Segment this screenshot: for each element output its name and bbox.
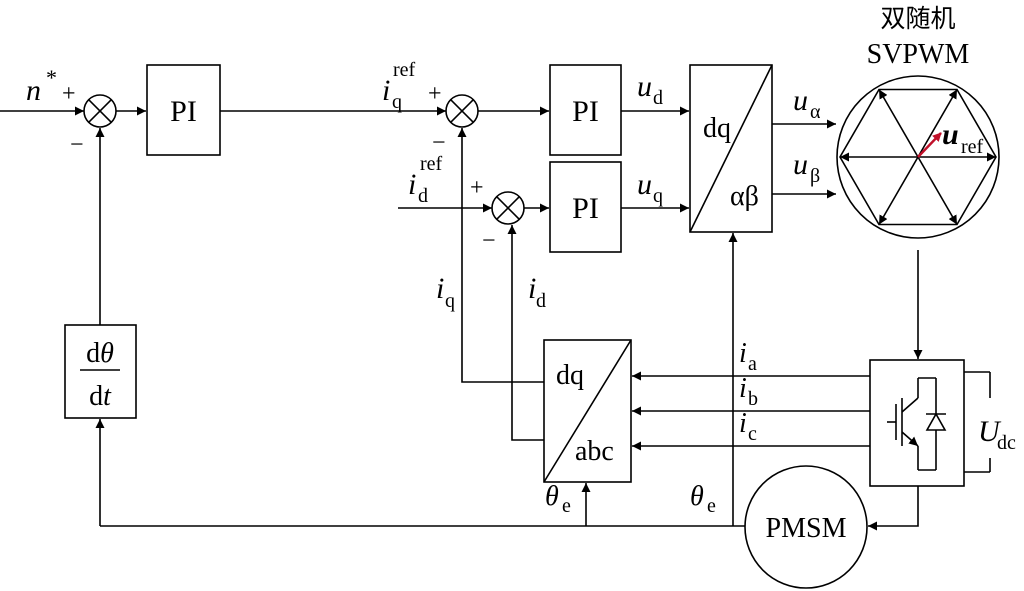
iq-pi-block	[549, 64, 622, 156]
ia-sub: a	[748, 353, 757, 375]
ib-label: i	[739, 373, 747, 404]
diode-symbol	[918, 377, 947, 471]
id-summing-junction	[491, 191, 525, 225]
pmsm-label: PMSM	[766, 513, 847, 544]
theta-e-sub-1: e	[562, 495, 571, 517]
u-alpha-sub: α	[810, 101, 821, 123]
dq-alphabeta-ab-label: αβ	[730, 181, 759, 212]
derivative-den: dt	[89, 381, 112, 412]
derivative-num-d: d	[86, 338, 100, 369]
iq-sum-minus: −	[432, 130, 446, 156]
dq-alphabeta-dq-label: dq	[703, 113, 731, 144]
dc-voltage-sub: dc	[997, 432, 1016, 454]
u-ref-label: u	[942, 118, 959, 151]
svpwm-title: SVPWM	[867, 39, 970, 70]
derivative-den-d: d	[89, 381, 103, 412]
id-ref-sup: ref	[420, 153, 443, 175]
ib-sub: b	[748, 388, 758, 410]
derivative-den-var: t	[103, 381, 112, 412]
abc-dq-abc-label: abc	[575, 436, 614, 467]
id-sum-minus: −	[482, 228, 496, 254]
id-feedback-line	[507, 225, 544, 441]
dc-voltage-label: U	[978, 415, 1002, 448]
theta-e-label-1: θ	[545, 481, 559, 512]
derivative-num: dθ	[86, 338, 114, 369]
speed-sum-minus: −	[70, 132, 84, 158]
inverter-block	[869, 359, 965, 487]
inverter-to-pmsm	[868, 486, 919, 531]
speed-pi-label: PI	[170, 95, 197, 128]
ic-sub: c	[748, 423, 757, 445]
u-ref-sub: ref	[961, 136, 984, 158]
iq-summing-junction	[445, 94, 479, 128]
ud-label: u	[637, 70, 652, 103]
igbt-symbol	[887, 378, 919, 470]
u-alpha-label: u	[793, 84, 808, 117]
theta-e-label-2: θ	[690, 481, 704, 512]
id-ref-label: i	[408, 168, 416, 201]
id-pi-label: PI	[572, 192, 599, 225]
iq-feedback-line	[457, 128, 544, 383]
theta-e-sub-2: e	[707, 495, 716, 517]
id-ref-sub: d	[418, 185, 428, 207]
ia-label: i	[739, 338, 747, 369]
iq-feedback-sub: q	[445, 290, 455, 312]
ic-label: i	[739, 408, 747, 439]
abc-dq-diagonal	[543, 339, 632, 483]
derivative-block	[64, 324, 137, 419]
iq-sum-plus: +	[428, 81, 442, 107]
speed-ref-label: n	[26, 74, 41, 107]
iq-ref-sub: q	[392, 91, 402, 113]
derivative-num-var: θ	[100, 338, 114, 369]
uq-sub: q	[653, 185, 663, 207]
speed-sum-plus: +	[62, 81, 76, 107]
iq-pi-label: PI	[572, 95, 599, 128]
abc-dq-dq-label: dq	[556, 360, 584, 391]
iq-ref-sup: ref	[393, 59, 416, 81]
speed-ref-star: *	[46, 65, 57, 90]
id-pi-block	[549, 161, 622, 253]
u-beta-label: u	[793, 148, 808, 181]
speed-pi-block	[146, 64, 221, 156]
u-beta-sub: β	[810, 165, 820, 187]
id-feedback-label: i	[528, 272, 536, 305]
u-ref-vector	[917, 132, 942, 158]
dc-bus-connection	[964, 371, 991, 473]
ud-sub: d	[653, 87, 663, 109]
pmsm-motor	[744, 465, 868, 589]
iq-ref-label: i	[382, 74, 390, 107]
dq-alphabeta-diagonal	[689, 64, 773, 233]
id-feedback-sub: d	[536, 290, 546, 312]
uq-label: u	[637, 168, 652, 201]
iq-feedback-label: i	[436, 272, 444, 305]
svpwm-title-cn: 双随机	[880, 4, 955, 33]
id-sum-plus: +	[470, 175, 484, 201]
speed-summing-junction	[83, 94, 117, 128]
